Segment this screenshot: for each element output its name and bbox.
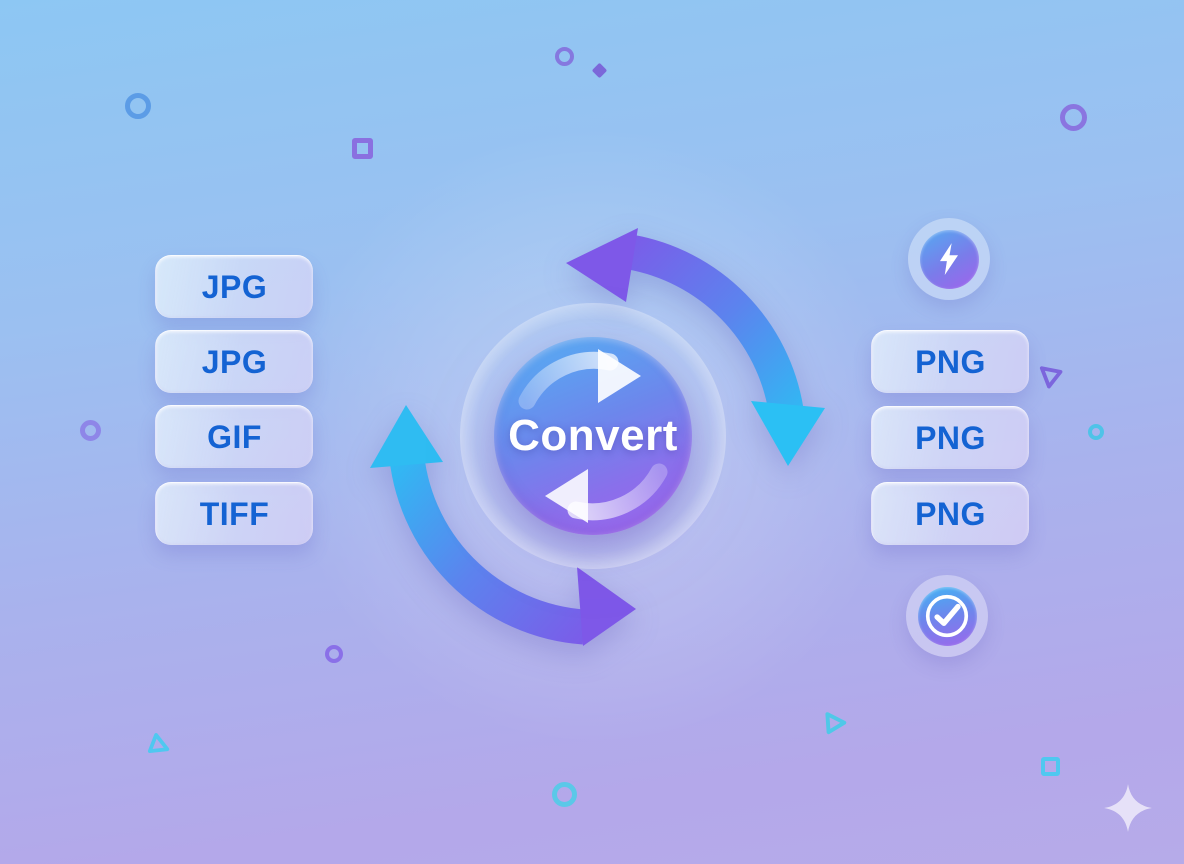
curved-arrow-top-body <box>626 234 804 414</box>
format-label: JPG <box>201 268 268 305</box>
deco-triangle-icon <box>1039 366 1063 389</box>
deco-circle-icon <box>1088 424 1104 440</box>
lightning-bolt-icon <box>939 243 959 275</box>
curved-arrow-bottom-body <box>388 446 586 645</box>
source-format-pill[interactable]: TIFF <box>155 482 313 545</box>
source-format-pill[interactable]: JPG <box>155 330 313 393</box>
format-label: PNG <box>915 343 986 380</box>
target-format-pill[interactable]: PNG <box>871 482 1029 545</box>
arrowhead-right-icon <box>577 567 636 646</box>
arrowhead-down-icon <box>751 401 825 466</box>
convert-button[interactable]: Convert <box>494 337 692 535</box>
arrowhead-left-icon <box>566 228 638 302</box>
target-format-pill[interactable]: PNG <box>871 330 1029 393</box>
check-badge-core <box>917 586 977 646</box>
sync-cycle-icon <box>518 349 668 523</box>
target-format-pill[interactable]: PNG <box>871 406 1029 469</box>
format-label: PNG <box>915 419 986 456</box>
deco-circle-icon <box>552 782 577 807</box>
deco-circle-icon <box>125 93 151 119</box>
format-label: TIFF <box>199 495 270 532</box>
source-format-pill[interactable]: GIF <box>155 405 313 468</box>
convert-label: Convert <box>508 411 678 460</box>
deco-square-icon <box>352 138 373 159</box>
deco-circle-icon <box>1060 104 1087 131</box>
lightning-badge-core <box>919 229 979 289</box>
deco-circle-icon <box>80 420 101 441</box>
speed-badge <box>908 218 990 300</box>
deco-circle-icon <box>555 47 574 66</box>
format-label: GIF <box>207 418 262 455</box>
deco-circle-icon <box>325 645 343 663</box>
deco-triangle-icon <box>825 712 847 735</box>
check-circle-icon <box>925 594 969 638</box>
sparkle-star-icon <box>1104 784 1152 832</box>
source-format-pill[interactable]: JPG <box>155 255 313 318</box>
arrowhead-up-icon <box>370 405 443 468</box>
deco-square-icon <box>1041 757 1060 776</box>
success-badge <box>906 575 988 657</box>
deco-triangle-icon <box>147 733 170 753</box>
format-label: PNG <box>915 495 986 532</box>
format-label: JPG <box>201 343 268 380</box>
